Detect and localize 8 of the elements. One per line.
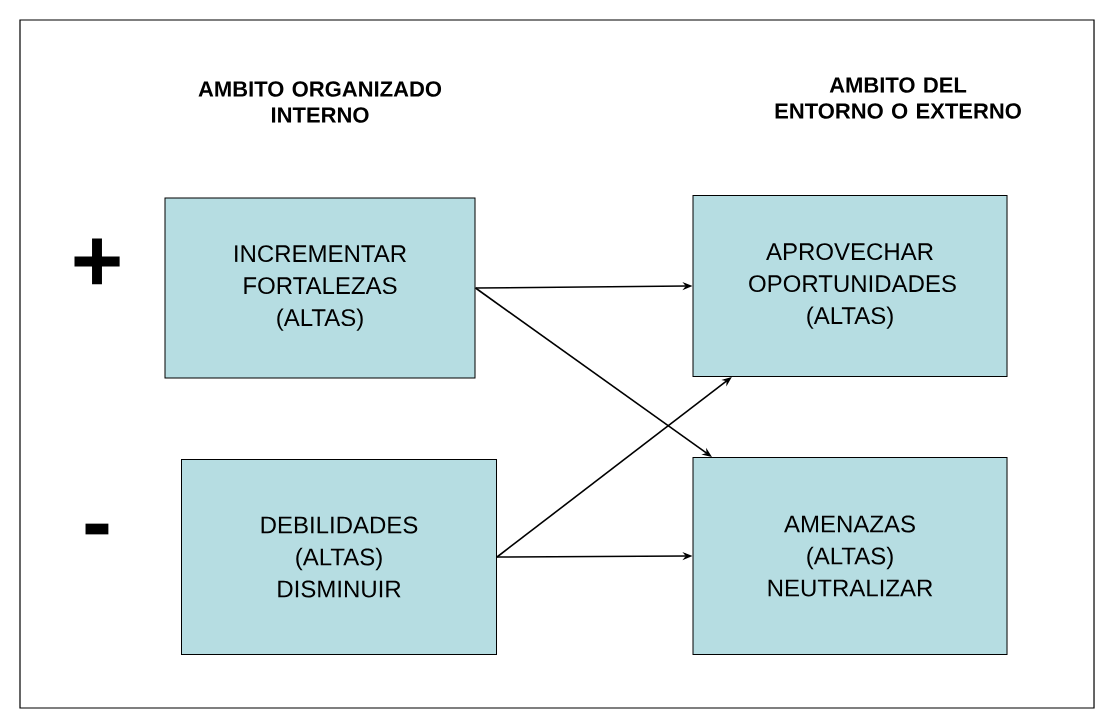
sign-symbol: -	[85, 523, 109, 535]
text-box: INCREMENTAR FORTALEZAS (ALTAS)	[164, 197, 476, 379]
text-box: APROVECHAR OPORTUNIDADES (ALTAS)	[692, 195, 1008, 377]
sign-symbol: +	[74, 238, 120, 285]
column-heading: AMBITO ORGANIZADO INTERNO	[198, 81, 442, 123]
column-heading: AMBITO DEL ENTORNO O EXTERNO	[775, 77, 1021, 119]
text-box: DEBILIDADES (ALTAS) DISMINUIR	[181, 459, 497, 655]
text-box: AMENAZAS (ALTAS) NEUTRALIZAR	[692, 457, 1008, 655]
